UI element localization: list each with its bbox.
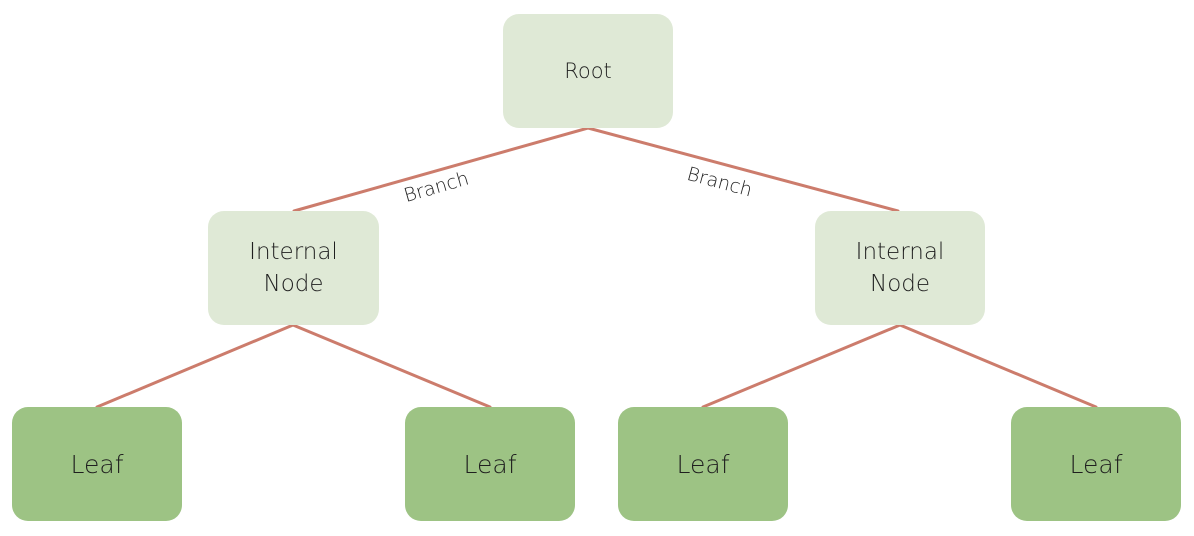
edge-root-to-internal-left <box>292 126 590 213</box>
edge-root-to-internal-right <box>586 126 900 213</box>
leaf-node-1-label: Leaf <box>70 449 124 479</box>
edge-internal-left-to-leaf-2 <box>291 323 492 409</box>
leaf-node-1: Leaf <box>12 407 182 521</box>
edge-internal-right-to-leaf-3 <box>701 323 902 409</box>
internal-node-right-label: Internal Node <box>855 239 945 297</box>
internal-node-right: Internal Node <box>815 211 985 325</box>
leaf-node-2-label: Leaf <box>463 449 517 479</box>
leaf-node-4-label: Leaf <box>1069 449 1123 479</box>
leaf-node-3-label: Leaf <box>676 449 730 479</box>
root-node-label: Root <box>564 59 612 83</box>
internal-node-left: Internal Node <box>208 211 379 325</box>
edge-internal-right-to-leaf-4 <box>898 323 1098 409</box>
internal-node-left-label: Internal Node <box>249 239 338 297</box>
leaf-node-4: Leaf <box>1011 407 1181 521</box>
branch-label-left: Branch <box>401 168 471 207</box>
leaf-node-3: Leaf <box>618 407 788 521</box>
leaf-node-2: Leaf <box>405 407 575 521</box>
root-node: Root <box>503 14 673 128</box>
edge-internal-left-to-leaf-1 <box>95 323 295 409</box>
